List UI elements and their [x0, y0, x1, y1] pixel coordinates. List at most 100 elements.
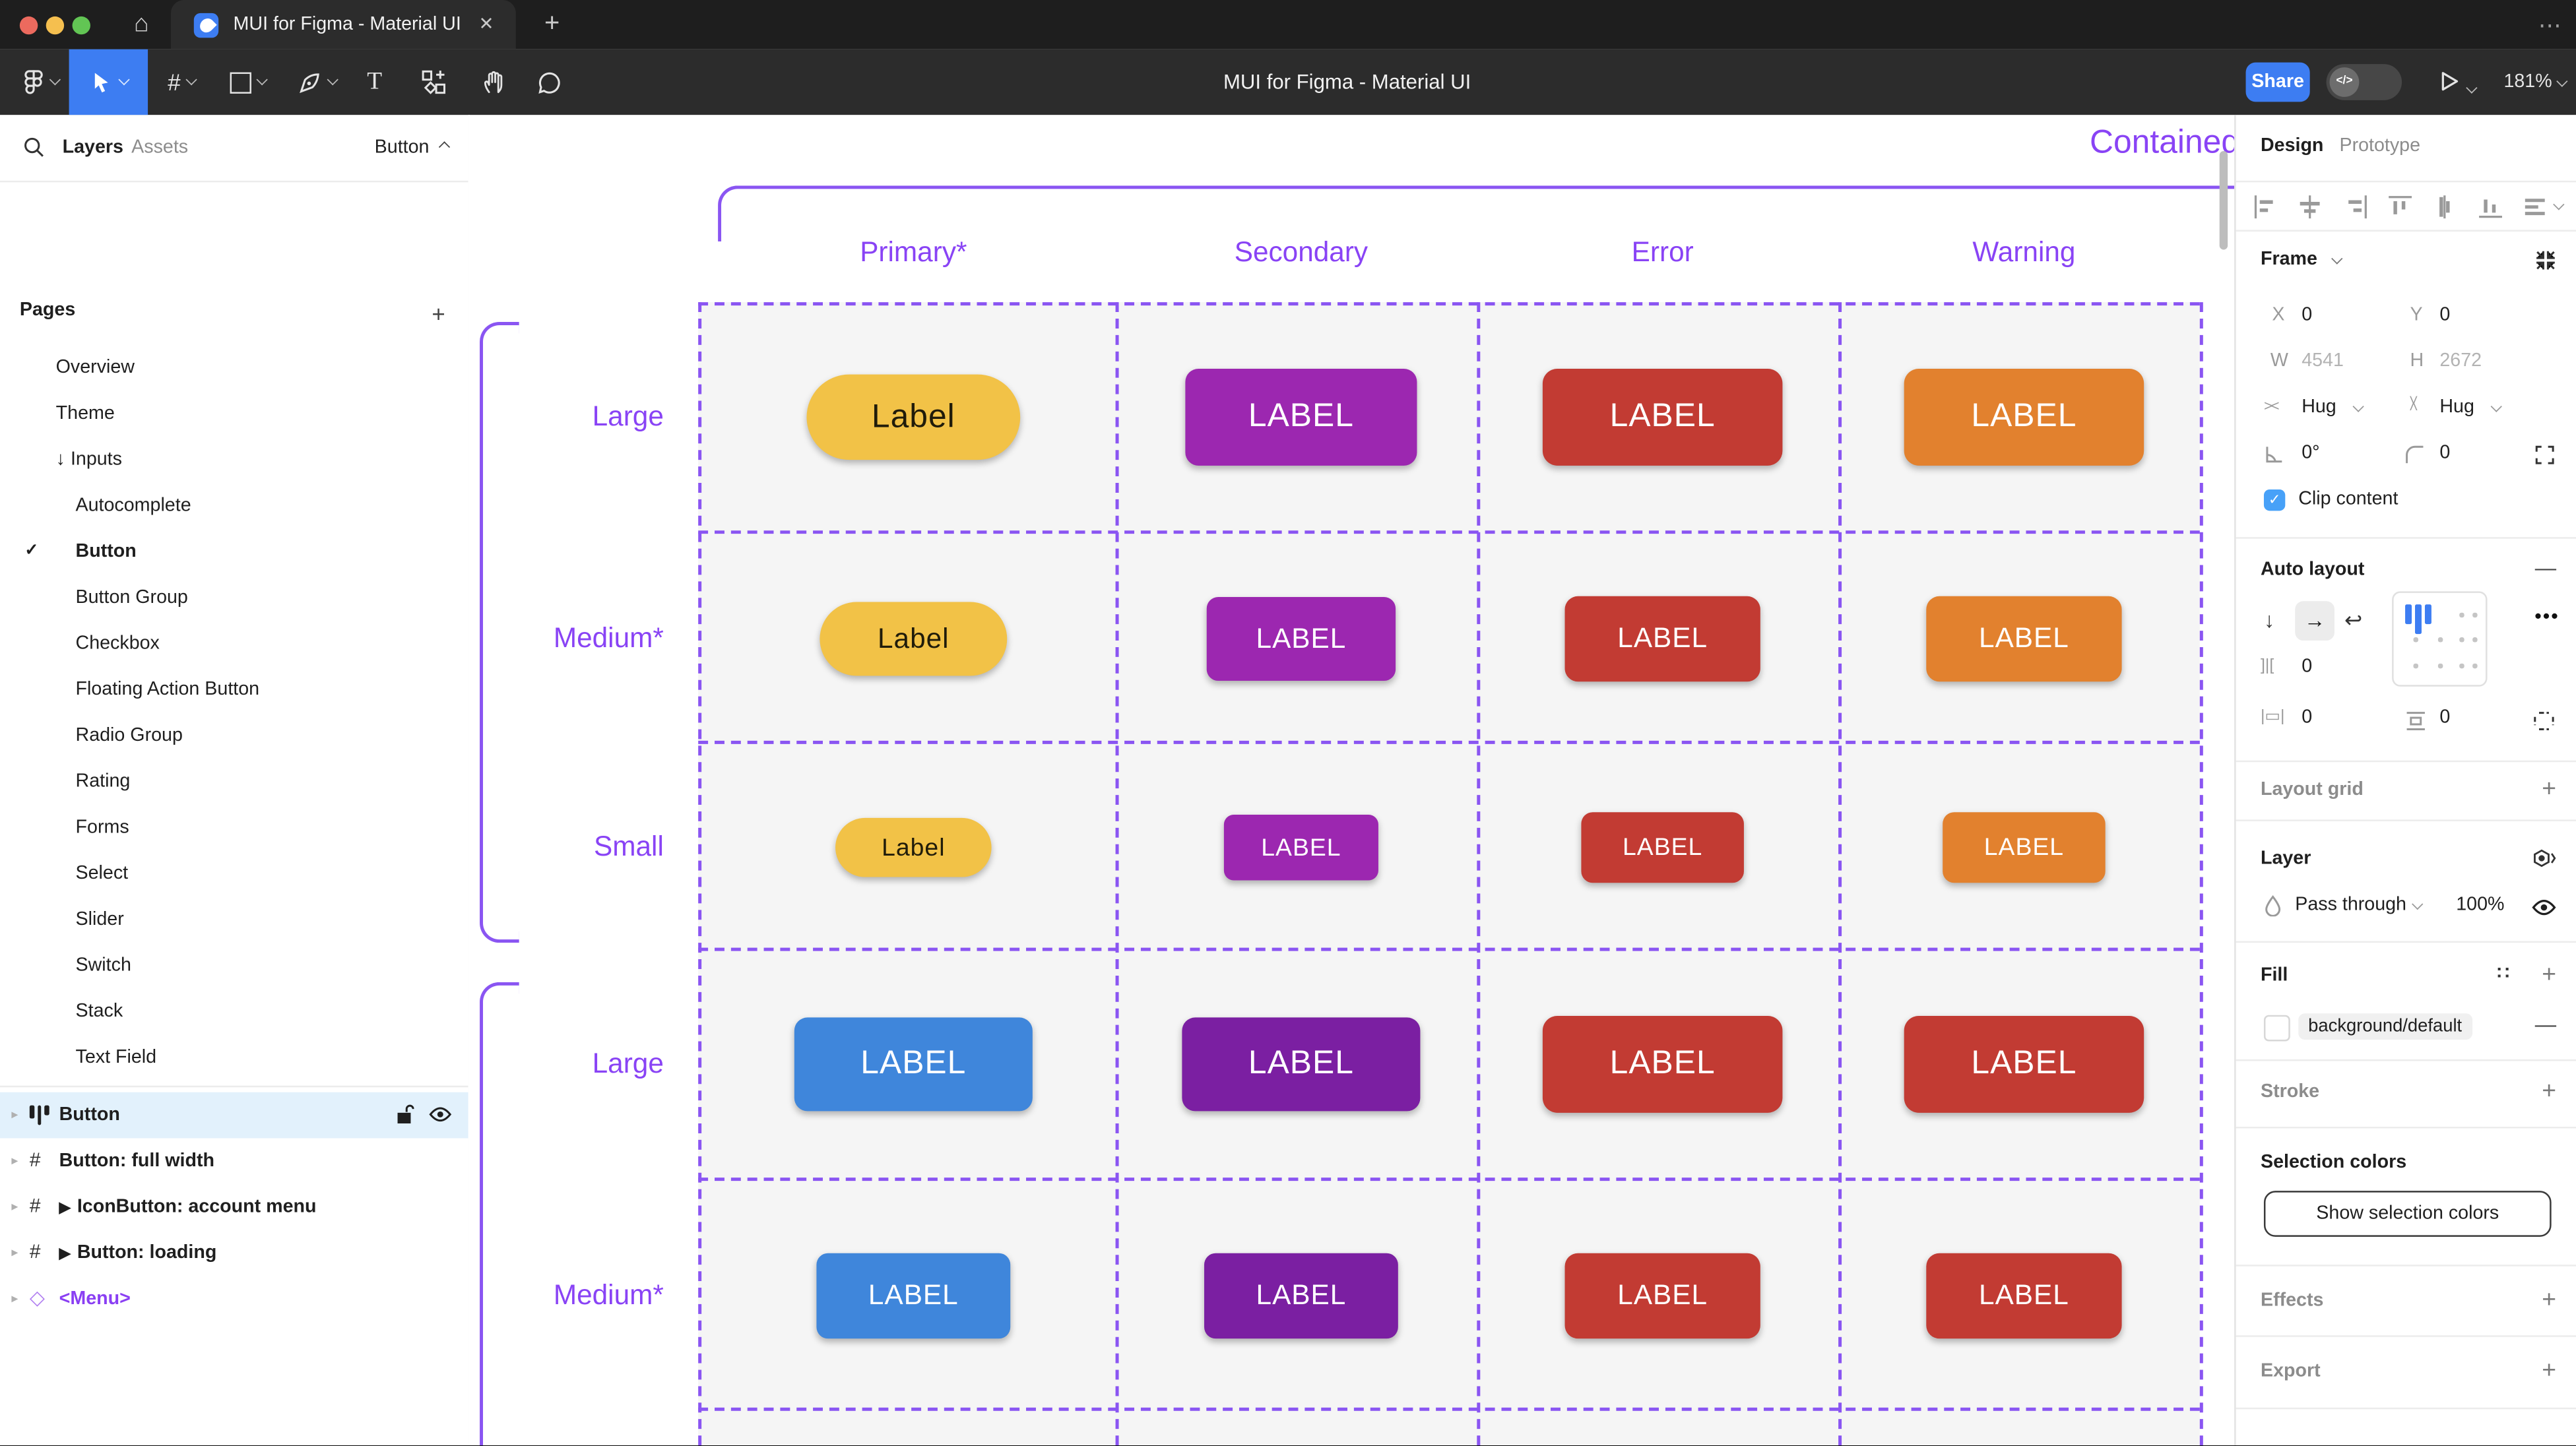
new-tab-button[interactable]: + [544, 9, 560, 38]
canvas-button[interactable]: LABEL [794, 1017, 1033, 1112]
tab-prototype[interactable]: Prototype [2339, 136, 2421, 156]
expand-caret-icon[interactable]: ▸ [11, 1199, 18, 1214]
align-top-icon[interactable] [2387, 194, 2414, 220]
h-field-value[interactable]: 2672 [2439, 351, 2482, 371]
window-more-icon[interactable]: ⋯ [2538, 11, 2563, 38]
add-stroke-button[interactable]: + [2542, 1077, 2557, 1106]
fill-color-swatch[interactable] [2263, 1015, 2290, 1042]
zoom-level-control[interactable]: 181% [2503, 49, 2569, 115]
pen-tool-button[interactable] [291, 49, 344, 115]
frame-type-chevron-icon[interactable] [2331, 253, 2343, 265]
home-icon[interactable]: ⌂ [133, 9, 149, 38]
flow-wrap-icon[interactable]: ↩ [2344, 608, 2363, 633]
page-item-button[interactable]: ✓Button [0, 529, 468, 575]
hug-horizontal-value[interactable]: Hug [2302, 397, 2336, 418]
page-item-theme[interactable]: Theme [0, 391, 468, 437]
align-bottom-icon[interactable] [2477, 194, 2503, 220]
fill-token-chip[interactable]: background/default [2298, 1013, 2472, 1040]
independent-padding-icon[interactable] [2533, 711, 2554, 731]
canvas-button[interactable]: LABEL [1182, 1017, 1421, 1112]
y-field-value[interactable]: 0 [2439, 305, 2451, 325]
canvas-button[interactable]: Label [835, 817, 992, 877]
independent-corners-icon[interactable] [2535, 445, 2555, 465]
hand-tool-button[interactable] [470, 49, 516, 115]
tab-close-icon[interactable]: ✕ [478, 15, 494, 35]
expand-caret-icon[interactable]: ▸ [11, 1290, 18, 1306]
traffic-close-button[interactable] [19, 15, 38, 34]
blend-mode-icon[interactable] [2532, 848, 2556, 871]
layer-row-menu-instance[interactable]: ▸ ◇ <Menu> [0, 1276, 468, 1323]
show-selection-colors-button[interactable]: Show selection colors [2263, 1191, 2552, 1237]
horizontal-padding-value[interactable]: 0 [2302, 708, 2313, 728]
layer-row-iconbutton-account-menu[interactable]: ▸ # ▶IconButton: account menu [0, 1184, 468, 1230]
clip-content-checkbox[interactable]: ✓ [2263, 489, 2286, 511]
move-tool-button[interactable] [69, 49, 148, 115]
flow-vertical-icon[interactable]: ↓ [2263, 608, 2275, 633]
layer-row-button[interactable]: ▸ Button [0, 1092, 468, 1139]
add-export-button[interactable]: + [2542, 1356, 2557, 1385]
expand-caret-icon[interactable]: ▸ [11, 1152, 18, 1168]
add-effect-button[interactable]: + [2542, 1286, 2557, 1314]
auto-layout-more-icon[interactable]: ••• [2534, 608, 2560, 628]
text-tool-button[interactable]: T [367, 68, 383, 95]
align-left-icon[interactable] [2253, 194, 2279, 220]
page-item-button-group[interactable]: Button Group [0, 575, 468, 621]
page-item-text-field[interactable]: Text Field [0, 1035, 468, 1081]
distribute-menu-button[interactable] [2522, 194, 2565, 220]
page-item-select[interactable]: Select [0, 851, 468, 897]
canvas-scrollbar[interactable] [2219, 151, 2228, 250]
search-icon[interactable] [23, 137, 44, 158]
align-vertical-center-icon[interactable] [2432, 194, 2459, 220]
canvas-button[interactable]: LABEL [1542, 368, 1783, 466]
visibility-eye-icon[interactable] [429, 1104, 452, 1125]
frame-tool-button[interactable]: # [158, 49, 207, 115]
canvas-button[interactable]: LABEL [1564, 596, 1760, 682]
layer-visibility-eye-icon[interactable] [2532, 896, 2556, 918]
canvas-button[interactable]: LABEL [816, 1253, 1011, 1339]
dev-mode-toggle[interactable]: </> [2326, 64, 2402, 100]
traffic-minimize-button[interactable] [46, 15, 65, 34]
vertical-padding-value[interactable]: 0 [2439, 708, 2451, 728]
remove-auto-layout-button[interactable]: — [2534, 555, 2557, 580]
flow-horizontal-icon[interactable]: → [2295, 601, 2335, 641]
add-layout-grid-button[interactable]: + [2542, 775, 2557, 803]
page-item-rating[interactable]: Rating [0, 759, 468, 805]
align-right-icon[interactable] [2342, 194, 2369, 220]
w-field-value[interactable]: 4541 [2302, 351, 2344, 371]
canvas-button[interactable]: LABEL [1185, 368, 1417, 466]
canvas-button[interactable]: LABEL [1204, 1253, 1398, 1339]
canvas-button[interactable]: LABEL [1943, 812, 2106, 883]
frame-section-title[interactable]: Frame [2260, 249, 2317, 270]
page-item-checkbox[interactable]: Checkbox [0, 621, 468, 667]
fill-styles-icon[interactable]: :: [2496, 962, 2512, 982]
canvas-button[interactable]: LABEL [1904, 368, 2144, 466]
collapse-panel-icon[interactable] [2535, 249, 2556, 270]
alignment-grid-widget[interactable] [2392, 591, 2488, 687]
page-item-switch[interactable]: Switch [0, 943, 468, 989]
shape-tool-button[interactable] [224, 49, 273, 115]
page-item-stack[interactable]: Stack [0, 989, 468, 1035]
tab-layers[interactable]: Layers [62, 138, 123, 158]
corner-radius-value[interactable]: 0 [2439, 443, 2451, 464]
expand-caret-icon[interactable]: ▸ [11, 1107, 18, 1122]
page-item-overview[interactable]: Overview [0, 345, 468, 391]
gap-value[interactable]: 0 [2302, 656, 2313, 677]
rotation-value[interactable]: 0° [2302, 443, 2320, 464]
add-page-button[interactable]: + [432, 300, 445, 327]
page-item-autocomplete[interactable]: Autocomplete [0, 483, 468, 529]
remove-fill-button[interactable]: — [2534, 1011, 2557, 1037]
layer-row-button-loading[interactable]: ▸ # ▶Button: loading [0, 1230, 468, 1276]
present-button[interactable] [2438, 69, 2478, 102]
page-item-inputs[interactable]: ↓ Inputs [0, 437, 468, 483]
main-menu-button[interactable] [13, 49, 69, 115]
canvas-button[interactable]: LABEL [1904, 1015, 2144, 1113]
blend-mode-value[interactable]: Pass through [2295, 895, 2406, 915]
page-item-radio-group[interactable]: Radio Group [0, 713, 468, 759]
add-fill-button[interactable]: + [2542, 960, 2557, 989]
canvas-button[interactable]: Label [806, 374, 1021, 460]
expand-caret-icon[interactable]: ▸ [11, 1245, 18, 1260]
share-button[interactable]: Share [2245, 62, 2310, 102]
tab-design[interactable]: Design [2260, 136, 2324, 156]
opacity-value[interactable]: 100% [2456, 895, 2505, 915]
canvas-button[interactable]: Label [820, 602, 1008, 676]
